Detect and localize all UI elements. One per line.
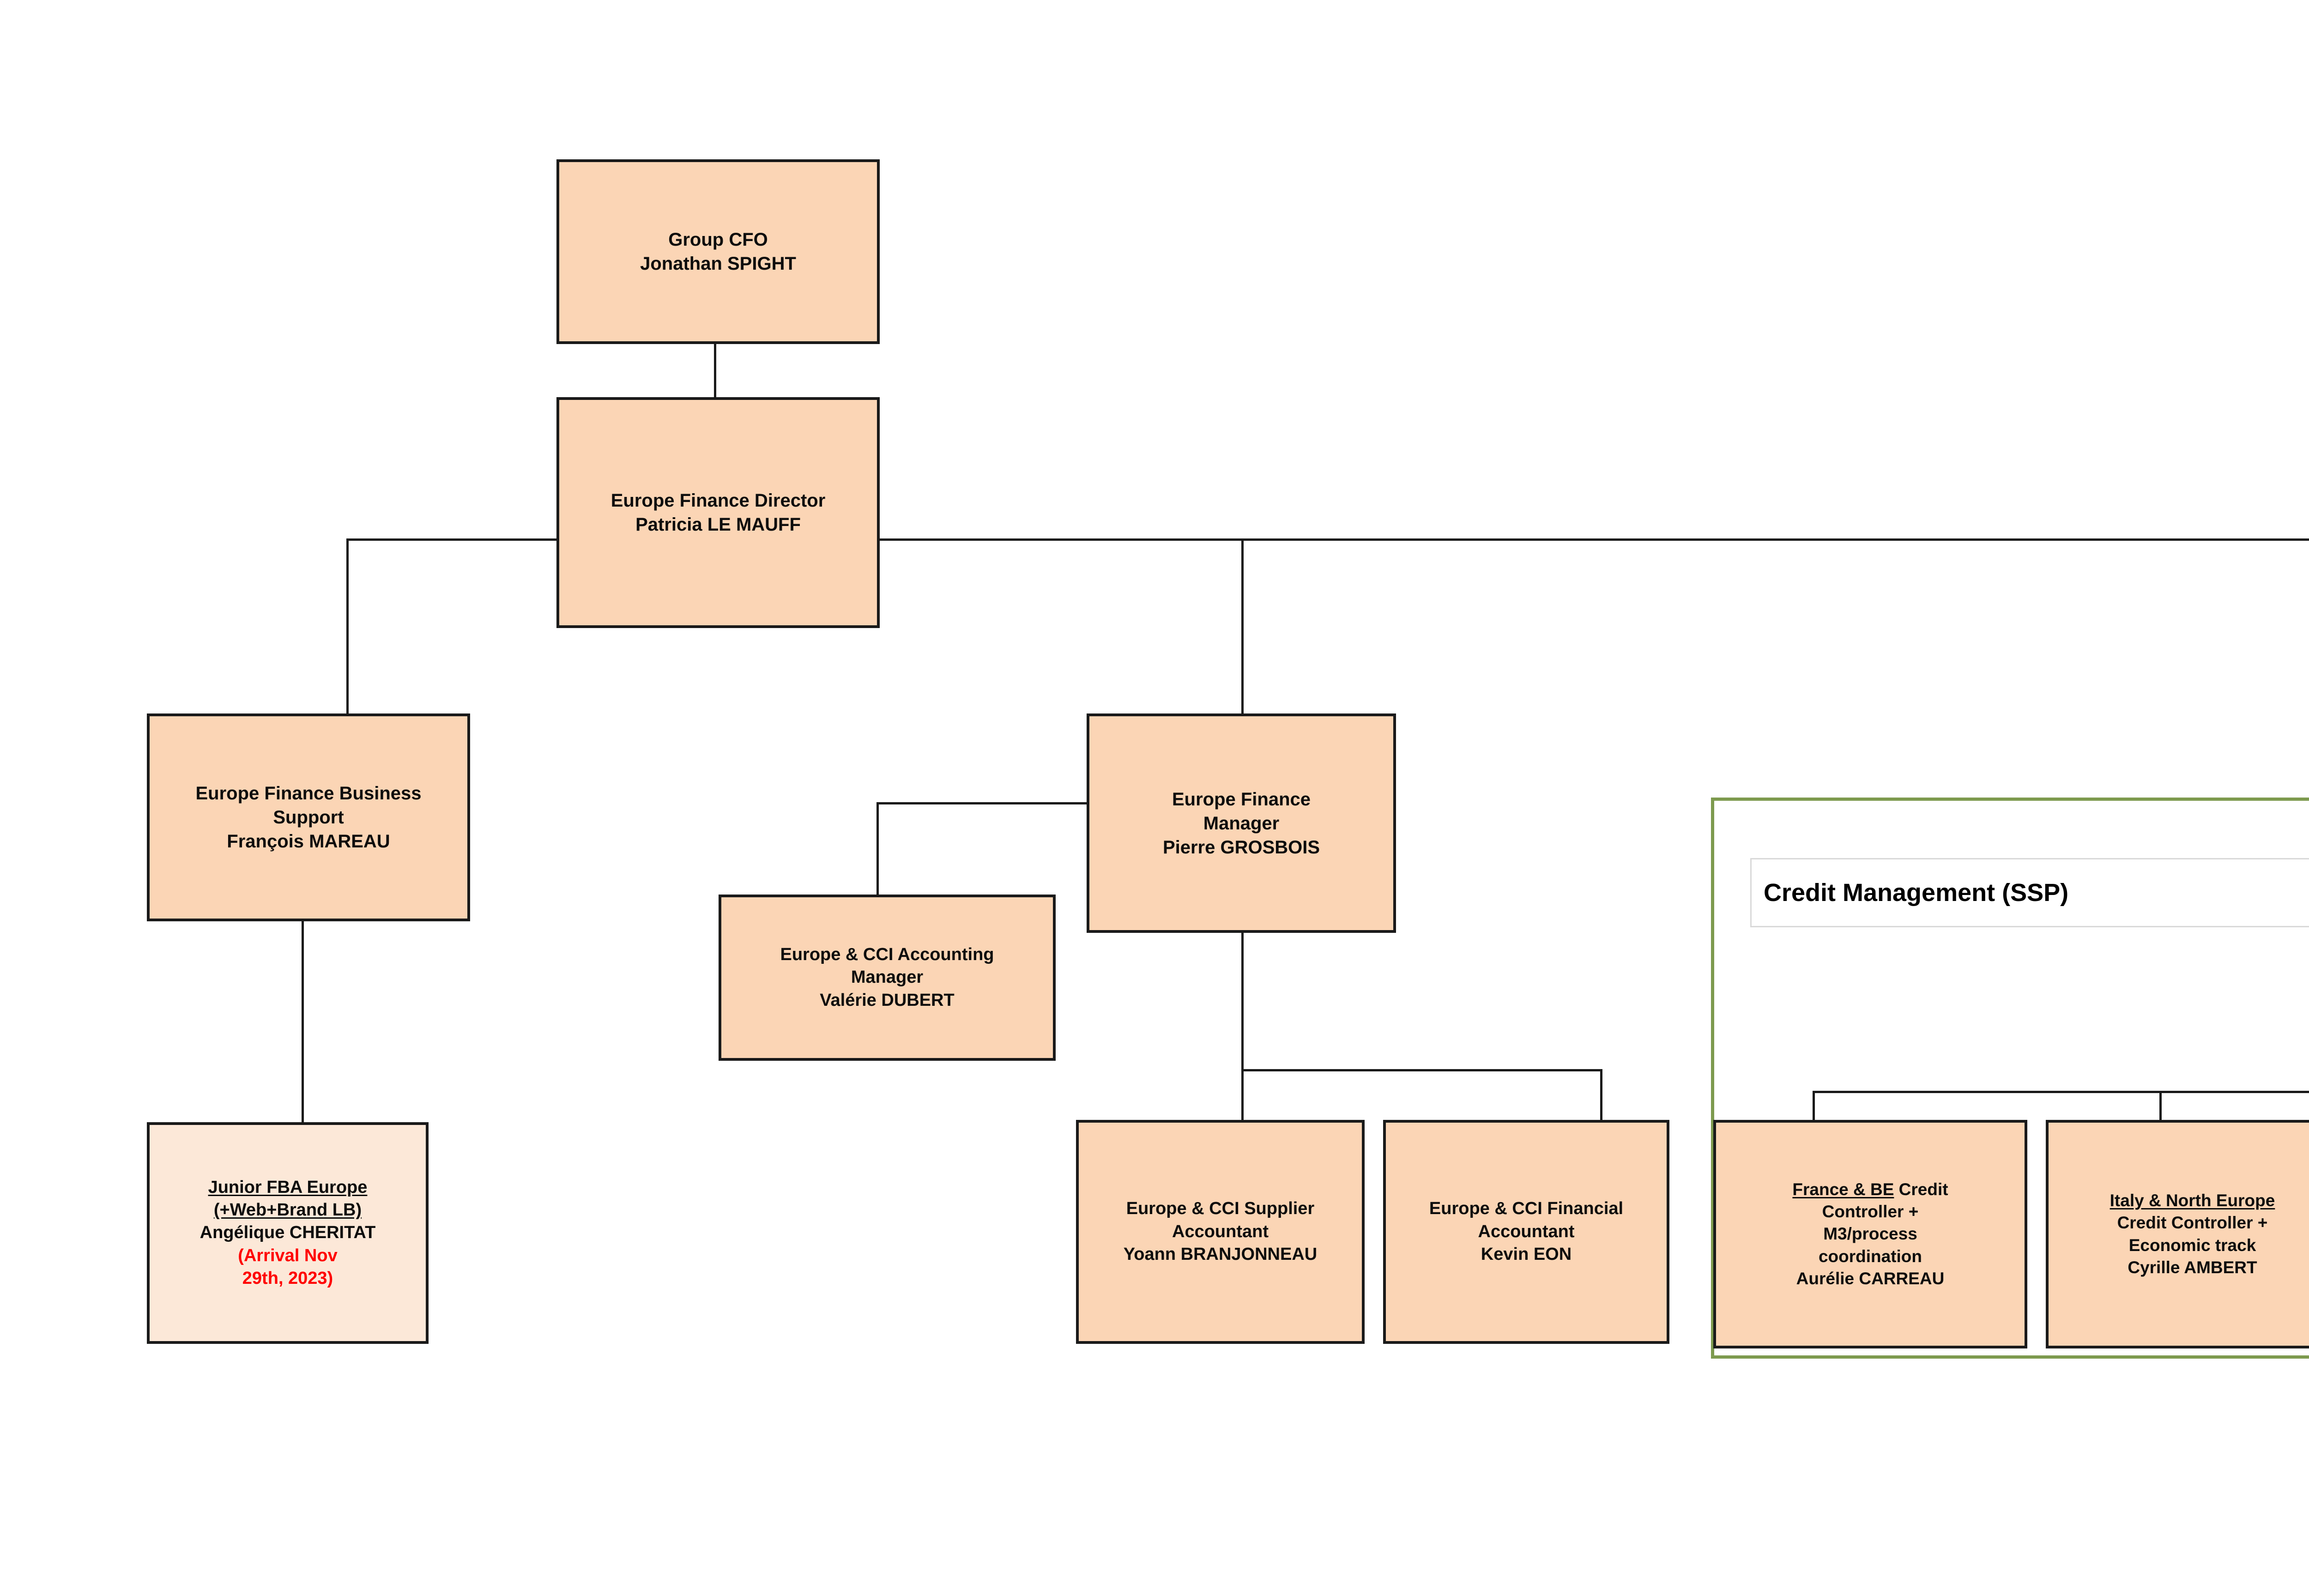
financial-accountant-role-line2: Accountant [1478, 1221, 1575, 1241]
europe-finance-director-person: Patricia LE MAUFF [635, 514, 801, 535]
node-italy-north-europe-credit-controller[interactable]: Italy & North Europe Credit Controller +… [2046, 1120, 2309, 1348]
supplier-accountant-role-line1: Europe & CCI Supplier [1126, 1199, 1315, 1219]
connector-to-italy-credit [2159, 1091, 2162, 1122]
connector-manager-to-accounting-drop [876, 802, 879, 897]
accounting-manager-role-line2: Manager [851, 967, 924, 987]
accounting-manager-person: Valérie DUBERT [820, 990, 955, 1010]
france-credit-role-line4: coordination [1818, 1246, 1922, 1266]
france-credit-role-line2: Controller + [1822, 1202, 1919, 1221]
financial-accountant-role-line1: Europe & CCI Financial [1429, 1199, 1624, 1219]
finance-manager-person: Pierre GROSBOIS [1162, 837, 1320, 858]
node-europe-finance-manager[interactable]: Europe Finance Manager Pierre GROSBOIS [1087, 713, 1396, 933]
connector-to-financial-accountant [1600, 1069, 1602, 1120]
supplier-accountant-role-line2: Accountant [1172, 1221, 1269, 1241]
connector-credit-bus [1813, 1091, 2309, 1093]
node-accounting-manager[interactable]: Europe & CCI Accounting Manager Valérie … [719, 895, 1056, 1061]
node-supplier-accountant[interactable]: Europe & CCI Supplier Accountant Yoann B… [1076, 1120, 1365, 1344]
italy-credit-region: Italy & North Europe [2110, 1191, 2275, 1210]
finance-manager-role-line2: Manager [1203, 813, 1280, 834]
finance-manager-role-line1: Europe Finance [1172, 789, 1311, 810]
node-junior-fba-europe[interactable]: Junior FBA Europe (+Web+Brand LB) Angéli… [147, 1122, 429, 1344]
node-group-cfo[interactable]: Group CFO Jonathan SPIGHT [556, 159, 880, 344]
connector-business-support-to-junior-fba [302, 919, 304, 1122]
italy-credit-role-line1: Credit Controller + [2117, 1213, 2268, 1233]
junior-fba-note-line1: (Arrival Nov [238, 1245, 338, 1265]
group-cfo-person: Jonathan SPIGHT [640, 254, 796, 274]
france-credit-role-line3: M3/process [1823, 1224, 1917, 1244]
node-europe-finance-director[interactable]: Europe Finance Director Patricia LE MAUF… [556, 397, 880, 628]
connector-to-business-support [346, 538, 349, 714]
business-support-role-line1: Europe Finance Business [195, 783, 422, 804]
connector-to-france-credit [1813, 1091, 1815, 1122]
connector-manager-to-accounting-elbow [876, 802, 1089, 804]
france-credit-person: Aurélie CARREAU [1796, 1269, 1945, 1288]
italy-credit-person: Cyrille AMBERT [2128, 1257, 2257, 1277]
financial-accountant-person: Kevin EON [1481, 1245, 1572, 1264]
credit-management-panel-title: Credit Management (SSP) [1750, 858, 2309, 927]
group-cfo-role: Group CFO [668, 230, 768, 250]
connector-to-supplier-accountant [1241, 1069, 1244, 1120]
connector-cfo-to-director [714, 342, 716, 397]
credit-management-panel [1711, 798, 2309, 1359]
italy-credit-role-line2: Economic track [2128, 1235, 2256, 1255]
node-france-be-credit-controller[interactable]: France & BE Credit Controller + M3/proce… [1713, 1120, 2027, 1348]
junior-fba-person: Angélique CHERITAT [199, 1223, 376, 1243]
junior-fba-role-line1: Junior FBA Europe [208, 1177, 368, 1197]
connector-accountants-bus [1241, 1069, 1602, 1071]
europe-finance-director-role: Europe Finance Director [610, 490, 826, 511]
connector-to-finance-manager [1241, 538, 1244, 714]
junior-fba-note-line2: 29th, 2023) [242, 1269, 333, 1288]
france-credit-region: France & BE [1792, 1180, 1894, 1199]
node-financial-accountant[interactable]: Europe & CCI Financial Accountant Kevin … [1383, 1120, 1669, 1344]
node-europe-finance-business-support[interactable]: Europe Finance Business Support François… [147, 713, 470, 921]
accounting-manager-role-line1: Europe & CCI Accounting [780, 944, 994, 964]
business-support-role-line2: Support [273, 807, 344, 828]
connector-director-bus [346, 538, 2309, 541]
junior-fba-role-line2: (+Web+Brand LB) [213, 1200, 362, 1220]
business-support-person: François MAREAU [227, 831, 390, 852]
france-credit-role-line1: Credit [1894, 1180, 1948, 1199]
supplier-accountant-person: Yoann BRANJONNEAU [1123, 1245, 1318, 1264]
connector-manager-down [1241, 933, 1244, 1071]
panel-title-text: Credit Management (SSP) [1764, 879, 2069, 907]
